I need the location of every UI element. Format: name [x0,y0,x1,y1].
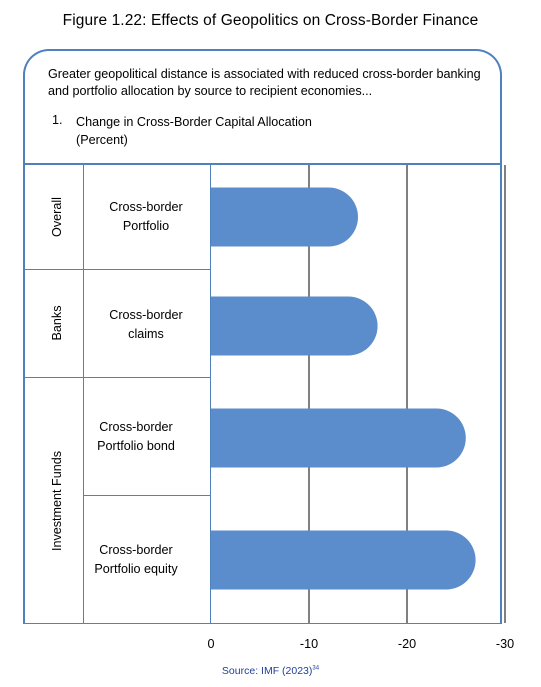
chart-baseline [23,623,502,624]
x-tick-label: 0 [207,637,215,651]
subchart-title-text: Change in Cross-Border Capital Allocatio… [76,115,312,129]
figure-title: Figure 1.22: Effects of Geopolitics on C… [62,12,479,29]
category-label: Cross-border Portfolio equity [76,541,196,579]
bar [211,408,466,468]
category-label: Cross-border Portfolio bond [76,418,196,456]
source-note: Source: IMF (2023)34 [0,665,541,677]
category-label-line: Cross-border [109,308,183,322]
row-divider-bond-equity [84,495,210,496]
row-divider-banks-funds [25,377,210,378]
bar [211,296,378,356]
category-label-line: Cross-border [99,543,173,557]
header-divider [23,163,502,165]
group-column-divider [83,165,84,624]
category-label-line: Cross-border [99,420,173,434]
category-label-line: Cross-border [109,200,183,214]
category-column-divider [210,165,211,624]
intro-text: Greater geopolitical distance is associa… [48,67,481,98]
category-label: Cross-border Portfolio [86,198,206,236]
subchart-number: 1. [52,113,63,127]
subchart-title: Change in Cross-Border Capital Allocatio… [76,113,312,149]
source-reference: 34 [312,665,320,672]
category-label-line: Portfolio equity [94,562,178,576]
category-label-line: claims [128,327,164,341]
x-tick-label: -30 [495,637,515,651]
source-text: Source: IMF (2023) [221,665,313,677]
bar [211,187,358,247]
x-tick-label: -20 [397,637,417,651]
category-label: Cross-border claims [86,306,206,344]
bar [211,530,476,590]
category-label-line: Portfolio [122,219,170,233]
category-label-line: Portfolio bond [97,439,175,453]
row-divider-overall-banks [25,269,210,270]
x-tick-label: -10 [299,637,319,651]
subchart-unit: (Percent) [76,133,128,147]
chart-panel-frame [23,49,502,624]
